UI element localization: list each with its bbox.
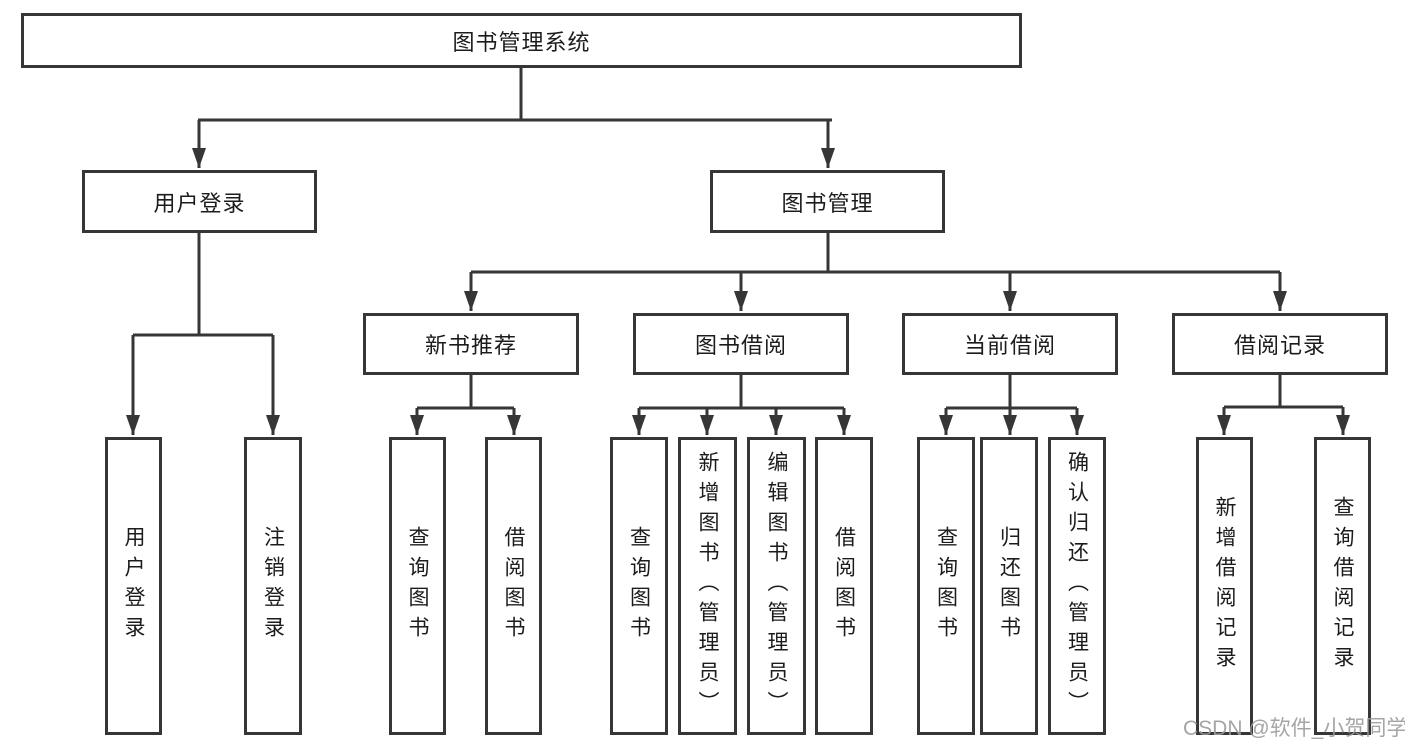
leaf-label: 编辑图书（管理员） — [765, 451, 788, 721]
leaf-query-books-recommend: 查询图书 — [389, 437, 446, 735]
node-book-borrow: 图书借阅 — [633, 313, 849, 375]
leaf-label: 用户登录 — [122, 526, 145, 646]
leaf-label: 借阅图书 — [502, 526, 525, 646]
leaf-label: 查询图书 — [934, 526, 958, 646]
leaf-label: 查询借阅记录 — [1331, 496, 1354, 676]
leaf-label: 注销登录 — [261, 526, 285, 646]
node-root-library-management-system: 图书管理系统 — [21, 13, 1022, 68]
leaf-logout: 注销登录 — [244, 437, 302, 735]
leaf-label: 查询图书 — [406, 526, 429, 646]
node-current-borrow: 当前借阅 — [902, 313, 1118, 375]
leaf-query-books-borrow: 查询图书 — [610, 437, 668, 735]
leaf-borrow-books-recommend: 借阅图书 — [485, 437, 542, 735]
leaf-label: 新增借阅记录 — [1213, 496, 1236, 676]
leaf-user-login: 用户登录 — [105, 437, 162, 735]
leaf-label: 查询图书 — [627, 526, 651, 646]
leaf-return-books: 归还图书 — [980, 437, 1038, 735]
leaf-borrow-books: 借阅图书 — [815, 437, 873, 735]
node-book-management: 图书管理 — [710, 170, 945, 233]
leaf-label: 新增图书（管理员） — [696, 451, 719, 721]
leaf-query-borrow-record: 查询借阅记录 — [1314, 437, 1371, 735]
leaf-label: 借阅图书 — [832, 526, 856, 646]
leaf-label: 确认归还（管理员） — [1065, 451, 1089, 721]
leaf-add-books-admin: 新增图书（管理员） — [678, 437, 737, 735]
csdn-watermark: CSDN @软件_小贺同学 — [1183, 717, 1405, 740]
leaf-edit-books-admin: 编辑图书（管理员） — [747, 437, 806, 735]
node-new-book-recommend: 新书推荐 — [363, 313, 579, 375]
leaf-add-borrow-record: 新增借阅记录 — [1196, 437, 1253, 735]
leaf-confirm-return-admin: 确认归还（管理员） — [1048, 437, 1106, 735]
leaf-label: 归还图书 — [997, 526, 1021, 646]
leaf-query-books-current: 查询图书 — [917, 437, 975, 735]
node-borrow-records: 借阅记录 — [1172, 313, 1388, 375]
node-user-login: 用户登录 — [82, 170, 317, 233]
